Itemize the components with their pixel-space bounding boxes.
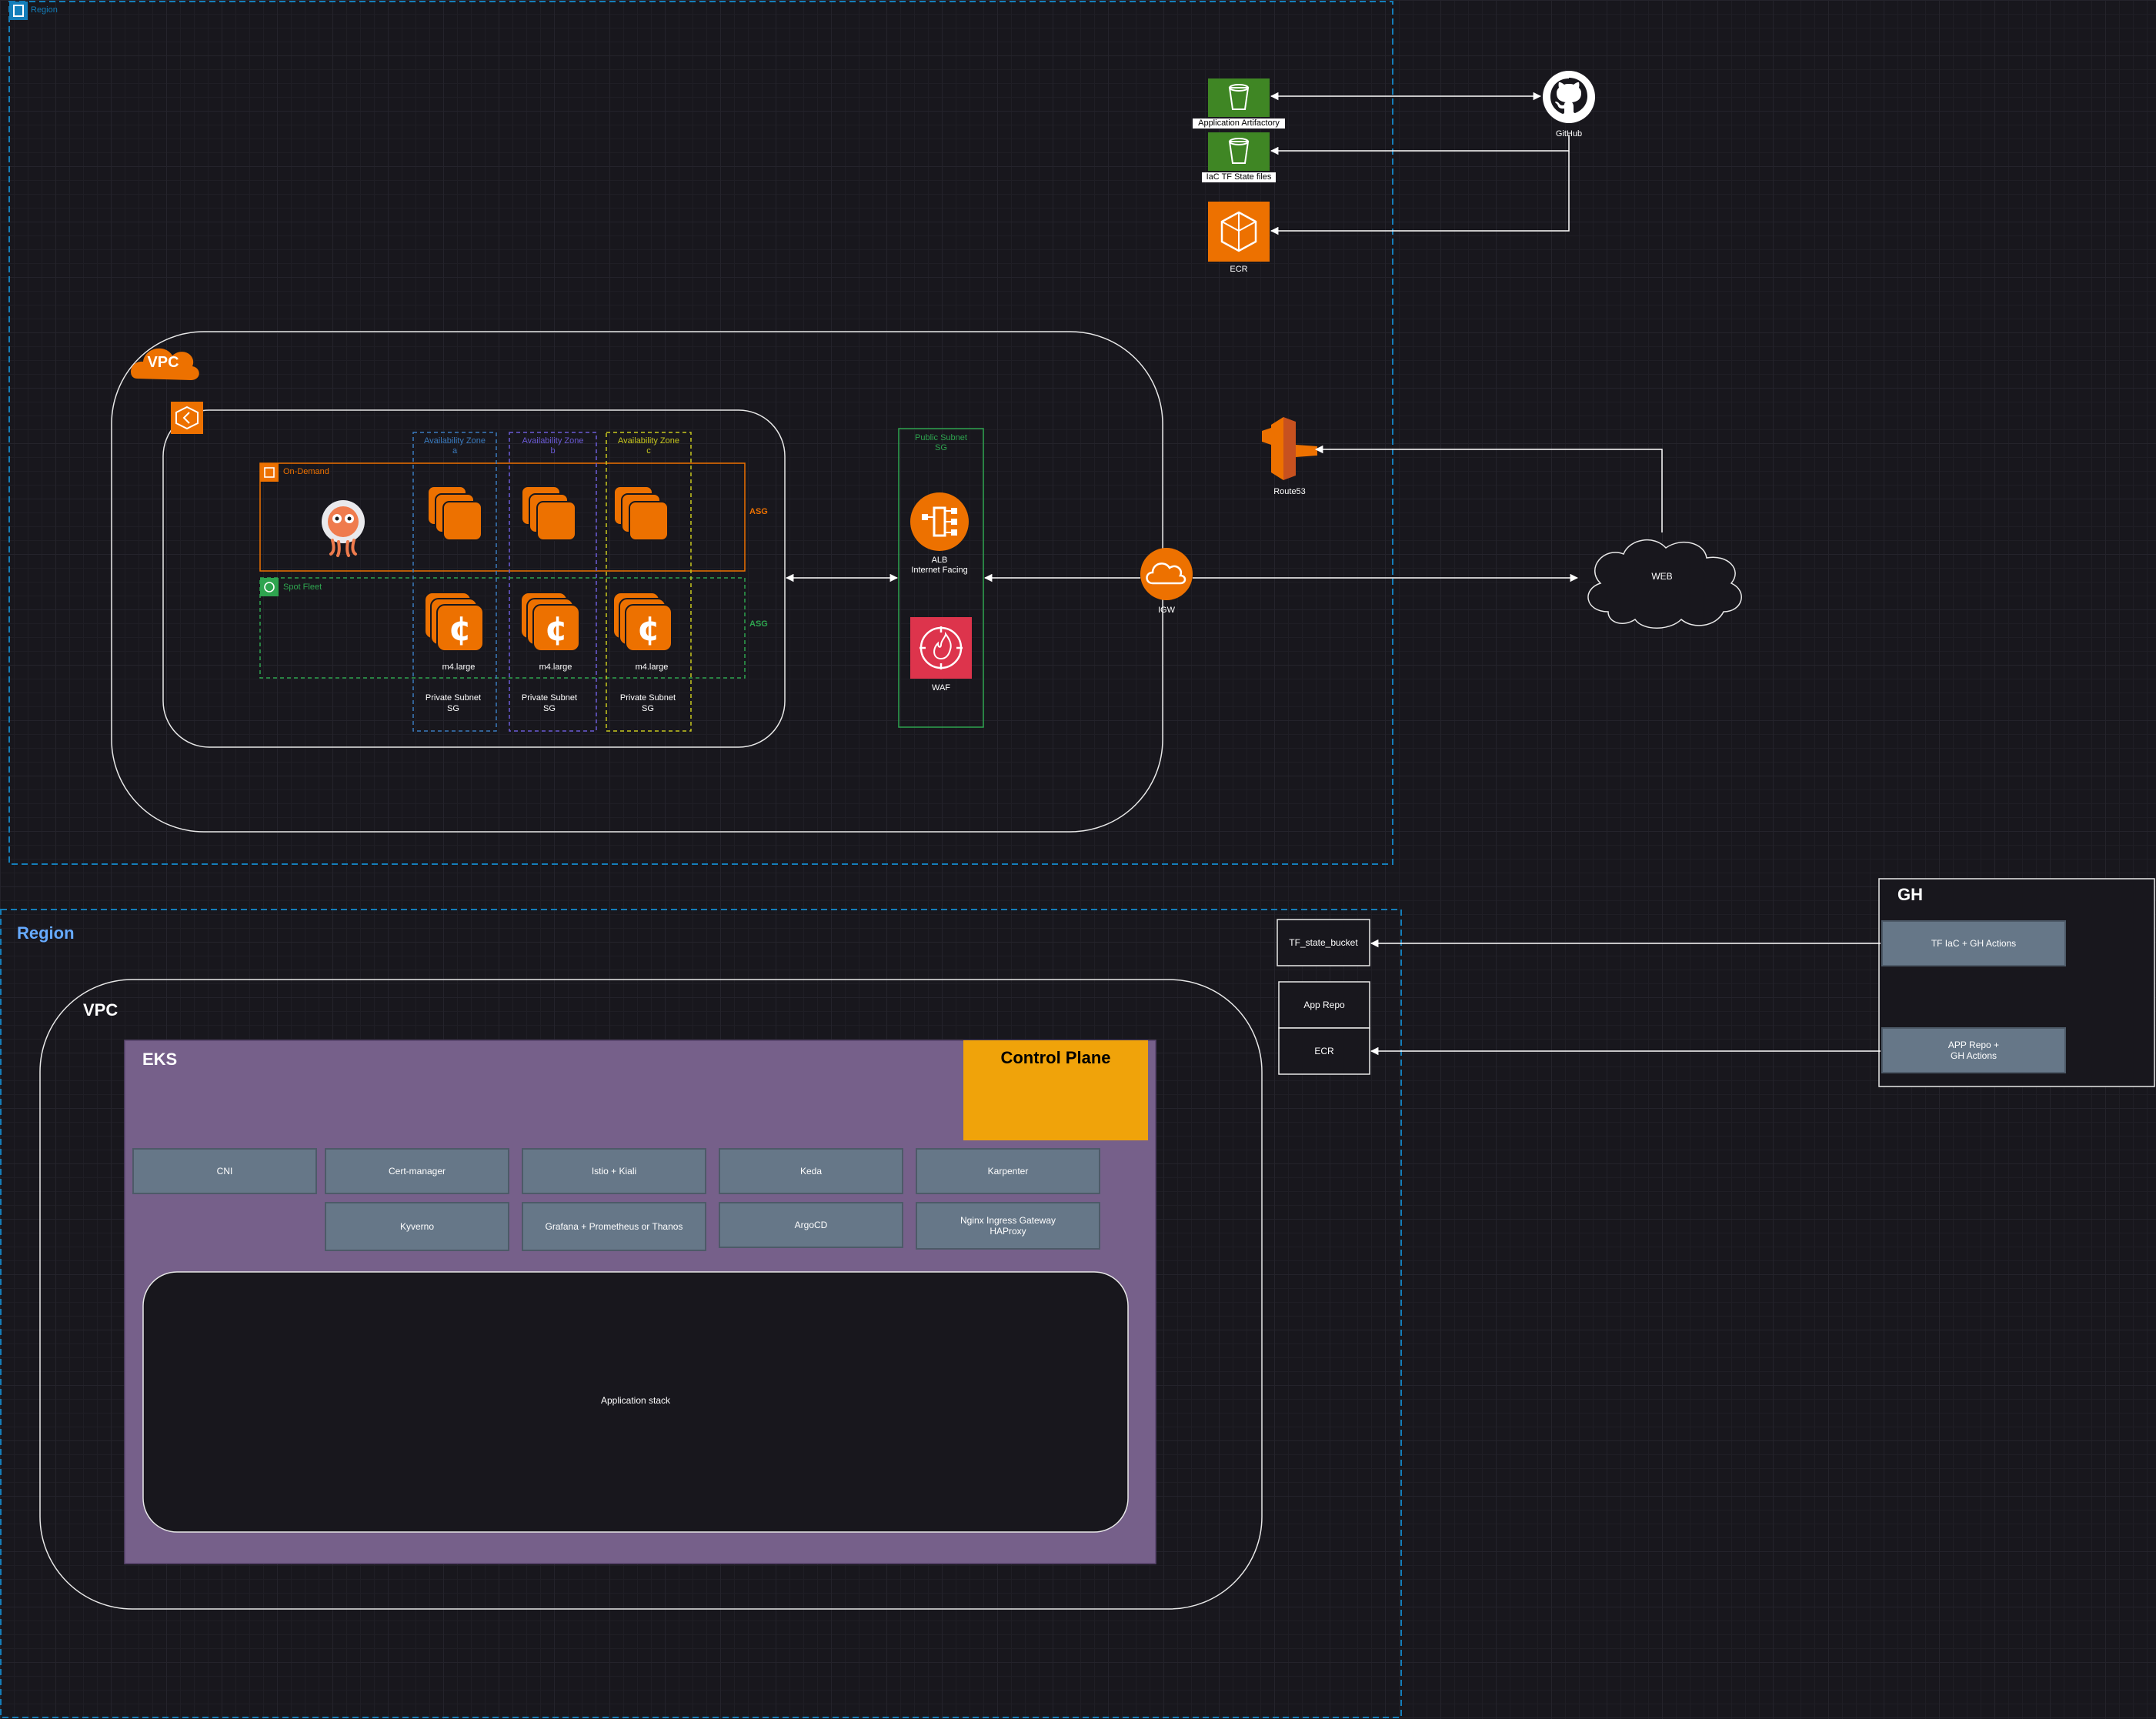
instance-type-label: m4.large bbox=[539, 663, 572, 672]
bottom-vpc-boundary bbox=[39, 979, 1263, 1610]
az-c-boundary bbox=[606, 432, 692, 732]
public-subnet-boundary bbox=[898, 428, 984, 728]
route53-icon bbox=[1262, 417, 1317, 480]
private-subnet-label: Private Subnet SG bbox=[521, 693, 578, 713]
az-c-label: Availability Zone c bbox=[618, 436, 679, 456]
az-a-label: Availability Zone a bbox=[424, 436, 486, 456]
addon-karpenter: Karpenter bbox=[916, 1148, 1100, 1194]
spot-fleet-label: Spot Fleet bbox=[283, 582, 322, 592]
spot-instances-icon: ¢ bbox=[520, 592, 580, 652]
public-subnet-label: Public Subnet SG bbox=[915, 433, 967, 452]
addon-cert-manager: Cert-manager bbox=[325, 1148, 509, 1194]
control-plane-box bbox=[963, 1040, 1148, 1140]
github-icon bbox=[1543, 71, 1595, 123]
spot-fleet-icon bbox=[260, 578, 279, 596]
eks-label: EKS bbox=[142, 1050, 178, 1069]
route53-label: Route53 bbox=[1273, 487, 1306, 496]
alb-label: ALB Internet Facing bbox=[911, 556, 968, 575]
cluster-boundary bbox=[162, 409, 786, 748]
addon-argocd: ArgoCD bbox=[719, 1202, 903, 1248]
tfstate-label: IaC TF State files bbox=[1202, 172, 1276, 182]
web-cloud bbox=[1587, 539, 1742, 629]
spot-fleet-group bbox=[259, 577, 746, 679]
app-repo-box bbox=[1278, 981, 1370, 1029]
asg-spot-label: ASG bbox=[749, 619, 768, 629]
az-b-label: Availability Zone b bbox=[522, 436, 584, 456]
app-stack-box bbox=[142, 1271, 1129, 1533]
addon-ingress-gateway: Nginx Ingress Gateway HAProxy bbox=[916, 1202, 1100, 1250]
svg-text:¢: ¢ bbox=[545, 609, 569, 649]
ecr-box-label: ECR bbox=[1314, 1046, 1334, 1056]
addon-keda: Keda bbox=[719, 1148, 903, 1194]
control-plane-label: Control Plane bbox=[1000, 1048, 1111, 1067]
instance-type-label: m4.large bbox=[442, 663, 476, 672]
waf-icon bbox=[910, 617, 972, 679]
spot-instances-icon: ¢ bbox=[612, 592, 672, 652]
region-icon bbox=[9, 2, 28, 20]
bottom-region-label: Region bbox=[17, 923, 75, 943]
private-subnet-label: Private Subnet SG bbox=[619, 693, 676, 713]
s3-tfstate-icon bbox=[1208, 132, 1270, 171]
ec2-instances-icon bbox=[427, 486, 482, 541]
on-demand-group bbox=[259, 462, 746, 572]
addon-observability: Grafana + Prometheus or Thanos bbox=[522, 1202, 706, 1251]
app-repo-label: App Repo bbox=[1303, 1000, 1345, 1010]
on-demand-icon bbox=[260, 463, 279, 482]
bottom-region-frame bbox=[0, 909, 1402, 1718]
asg-on-demand-label: ASG bbox=[749, 507, 768, 516]
gh-app-actions-box bbox=[1881, 1027, 2066, 1073]
igw-label: IGW bbox=[1158, 606, 1175, 615]
waf-label: WAF bbox=[931, 683, 951, 693]
tf-state-bucket-label: TF_state_bucket bbox=[1289, 937, 1358, 948]
ecr-label: ECR bbox=[1230, 265, 1248, 274]
ecr-icon bbox=[1208, 202, 1270, 262]
ecr-box bbox=[1278, 1027, 1370, 1075]
tf-state-bucket-box bbox=[1277, 919, 1370, 966]
svg-text:¢: ¢ bbox=[449, 609, 472, 649]
addon-istio-kiali: Istio + Kiali bbox=[522, 1148, 706, 1194]
ec2-instances-icon bbox=[613, 486, 669, 541]
ec2-instances-icon bbox=[521, 486, 576, 541]
az-b-boundary bbox=[509, 432, 597, 732]
vpc-cloud-icon bbox=[131, 348, 199, 380]
eks-icon bbox=[171, 402, 203, 434]
gh-tf-actions-label: TF IaC + GH Actions bbox=[1931, 938, 2017, 949]
gh-label: GH bbox=[1897, 885, 1923, 904]
alb-icon bbox=[910, 492, 969, 551]
web-label: WEB bbox=[1651, 571, 1673, 582]
gh-app-actions-label: APP Repo + GH Actions bbox=[1947, 1040, 2000, 1061]
gh-tf-actions-box bbox=[1881, 920, 2066, 966]
s3-artifactory-icon bbox=[1208, 78, 1270, 117]
connector-github-tfstate bbox=[1270, 135, 1570, 155]
bottom-vpc-label: VPC bbox=[83, 1000, 118, 1020]
on-demand-label: On-Demand bbox=[283, 467, 329, 476]
vpc-badge-label: VPC bbox=[147, 354, 179, 371]
top-region-label: Region bbox=[31, 5, 58, 15]
spot-instances-icon: ¢ bbox=[424, 592, 484, 652]
app-stack-label: Application stack bbox=[600, 1395, 671, 1406]
addon-kyverno: Kyverno bbox=[325, 1202, 509, 1251]
private-subnet-label: Private Subnet SG bbox=[425, 693, 482, 713]
addon-cni: CNI bbox=[132, 1148, 317, 1194]
svg-text:¢: ¢ bbox=[637, 609, 661, 649]
az-a-boundary bbox=[412, 432, 497, 732]
connector-web-route53 bbox=[1314, 445, 1663, 532]
igw-icon bbox=[1140, 548, 1193, 600]
top-region-frame bbox=[8, 1, 1393, 865]
artifactory-label: Application Artifactory bbox=[1193, 118, 1285, 129]
connector-github-ecr bbox=[1270, 151, 1570, 235]
instance-type-label: m4.large bbox=[635, 663, 669, 672]
argocd-icon bbox=[322, 500, 365, 557]
github-label: GitHub bbox=[1555, 129, 1583, 139]
